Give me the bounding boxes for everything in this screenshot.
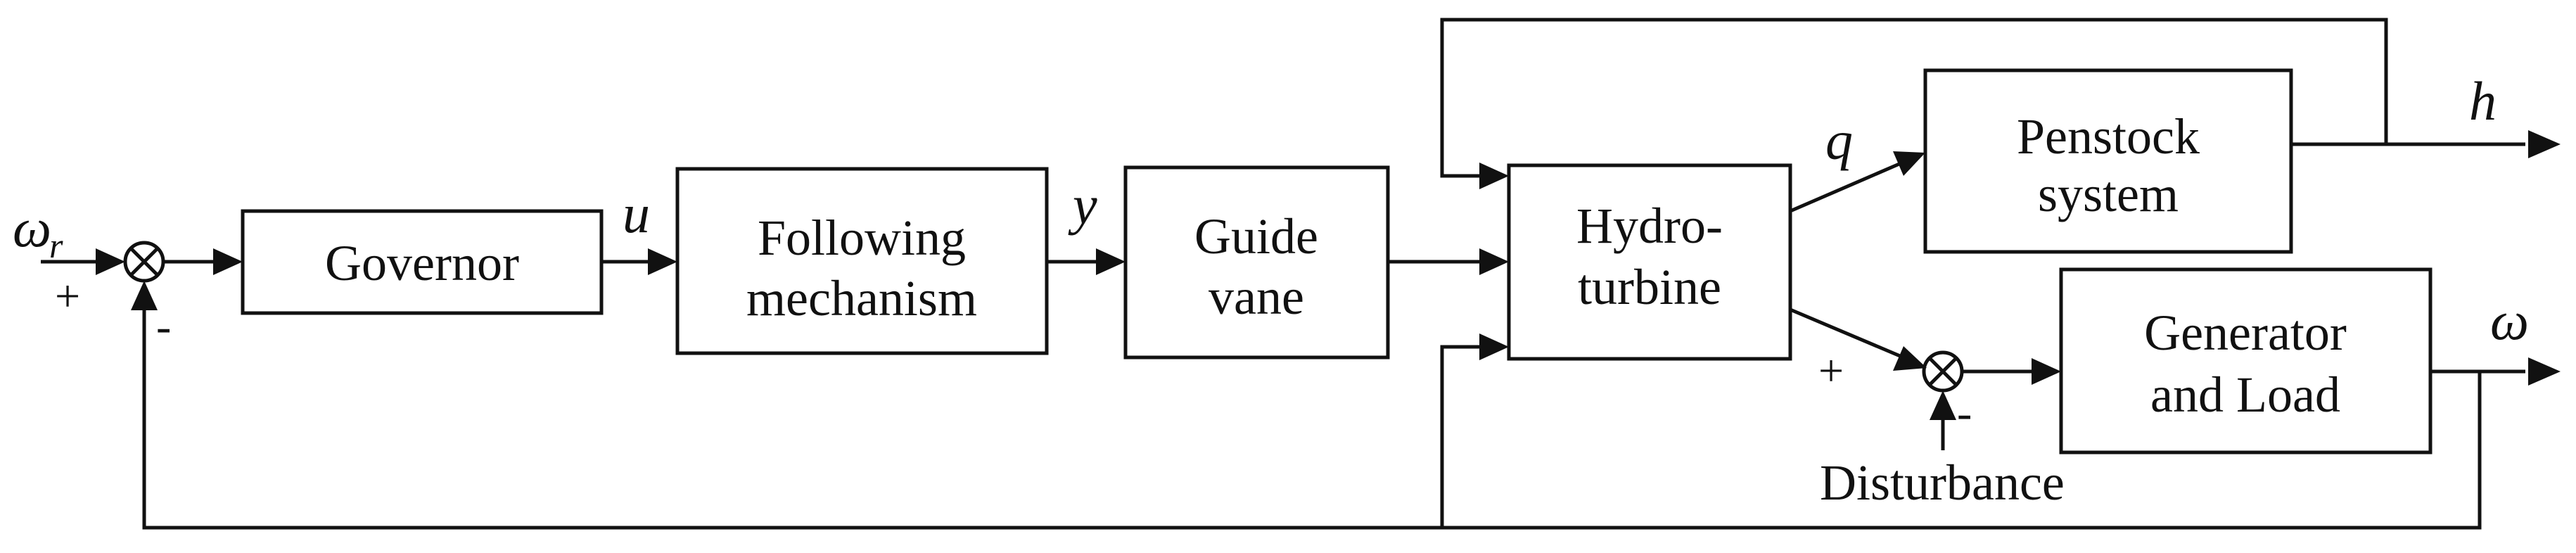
penstock-system-label-line1: Penstock — [2017, 108, 2200, 165]
reference-speed-subscript: r — [49, 226, 63, 265]
u-signal-label: u — [623, 183, 650, 244]
disturbance-label: Disturbance — [1820, 455, 2065, 511]
turbine-to-sum2-arrow — [1790, 307, 1927, 371]
guide-vane-to-turbine-arrow — [1388, 248, 1509, 275]
summing-junction-1 — [123, 241, 165, 283]
governor-block: Governor — [241, 209, 604, 315]
hydro-turbine-label-line2: turbine — [1578, 259, 1721, 315]
following-mechanism-label-line1: Following — [758, 210, 966, 266]
head-feedback-loop — [1440, 18, 2388, 189]
following-mechanism-block: Following mechanism — [675, 167, 1049, 355]
generator-and-load-block: Generator and Load — [2059, 267, 2432, 455]
summing-junction-2 — [1922, 350, 1964, 393]
h-output-label: h — [2469, 70, 2497, 132]
reference-speed-label: ω — [13, 197, 51, 258]
disturbance-arrow — [1930, 390, 1956, 450]
hydro-turbine-label-line1: Hydro- — [1576, 198, 1723, 254]
guide-vane-block: Guide vane — [1123, 165, 1390, 360]
omega-output-arrow — [2430, 357, 2561, 386]
sum1-plus-sign: + — [55, 271, 80, 321]
governor-label: Governor — [325, 235, 519, 291]
generator-and-load-label-line1: Generator — [2144, 305, 2347, 361]
h-output-arrow — [2291, 130, 2561, 158]
speed-feedback-loop — [131, 281, 2482, 530]
guide-vane-label-line1: Guide — [1194, 208, 1318, 265]
generator-and-load-label-line2: and Load — [2150, 367, 2340, 423]
q-signal-label: q — [1825, 110, 1853, 171]
sum2-to-generator-arrow — [1962, 358, 2061, 385]
y-signal-label: y — [1068, 174, 1097, 236]
hydro-turbine-block: Hydro- turbine — [1507, 163, 1792, 361]
sum2-minus-sign: - — [1957, 388, 1972, 438]
guide-vane-label-line2: vane — [1209, 269, 1304, 325]
sum2-plus-sign: + — [1818, 345, 1844, 395]
sum1-to-governor-arrow — [163, 248, 243, 275]
penstock-system-label-line2: system — [2038, 166, 2179, 222]
penstock-system-block: Penstock system — [1923, 68, 2293, 254]
speed-feedback-to-turbine — [1440, 333, 1509, 528]
omega-output-label: ω — [2490, 290, 2529, 351]
reference-input-arrow — [41, 248, 125, 275]
y-signal-arrow — [1047, 248, 1126, 275]
q-signal-arrow — [1790, 151, 1925, 213]
sum1-minus-sign: - — [156, 301, 171, 351]
u-signal-arrow — [601, 248, 677, 275]
following-mechanism-label-line2: mechanism — [746, 270, 977, 326]
